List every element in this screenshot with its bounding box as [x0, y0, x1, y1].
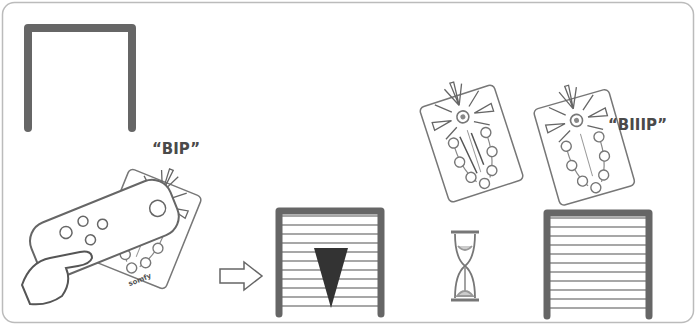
frame-border	[3, 3, 694, 323]
arrow	[220, 262, 262, 290]
hand	[22, 252, 92, 305]
keypad-sheet	[529, 75, 635, 206]
sound-label: “BIIIP”	[608, 116, 667, 134]
sound-label: “BIP”	[152, 140, 200, 158]
keypad-sheet	[415, 71, 524, 204]
closing-door	[276, 208, 384, 314]
hourglass	[451, 232, 479, 300]
closed-door	[544, 210, 652, 316]
open-garage	[28, 28, 132, 128]
